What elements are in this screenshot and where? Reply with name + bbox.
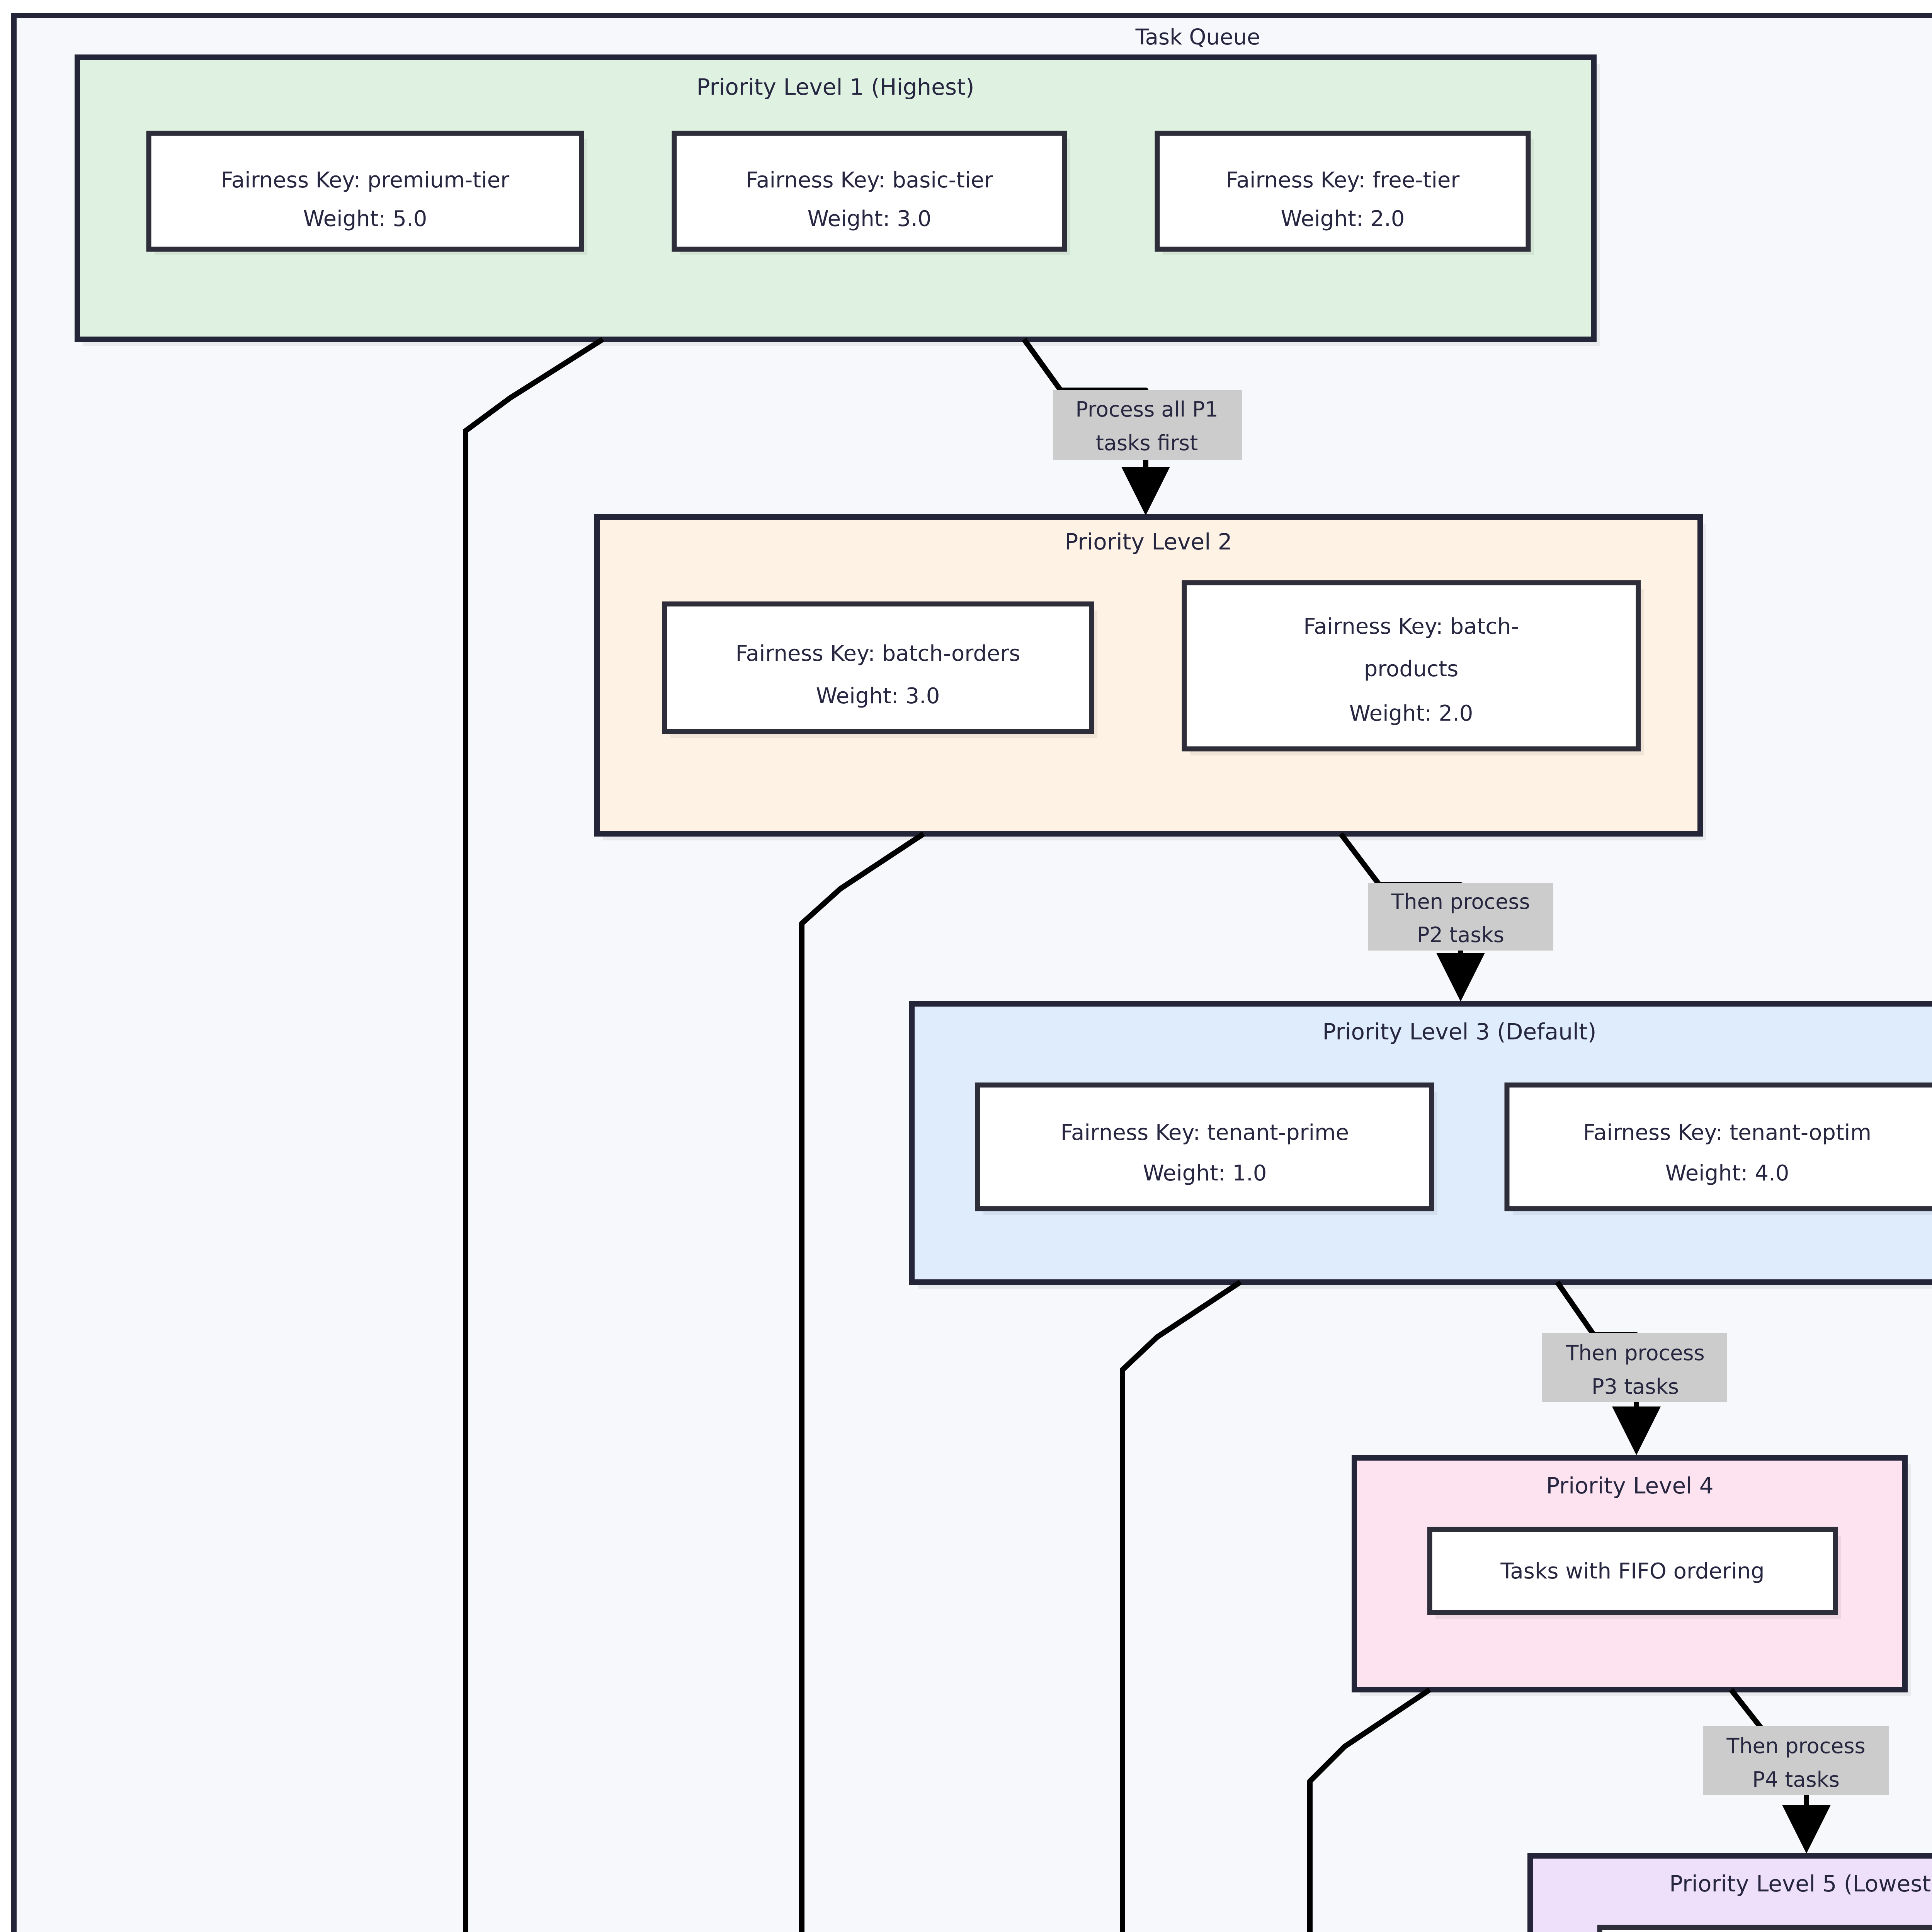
node-p1-basic-key: Fairness Key: basic-tier (746, 168, 993, 193)
edge-label-p2-p3-line2: P2 tasks (1417, 923, 1504, 947)
node-p1-free-tier[interactable] (1155, 131, 1531, 252)
node-p1-free-key: Fairness Key: free-tier (1226, 168, 1460, 193)
edge-label-p3-p4-line1: Then process (1565, 1341, 1704, 1365)
cluster-title-p3: Priority Level 3 (Default) (1323, 1019, 1597, 1045)
node-p2-products-key-2: products (1364, 656, 1459, 682)
node-p2-products-weight: Weight: 2.0 (1349, 701, 1473, 726)
cluster-priority-level-5[interactable] (1527, 1853, 1932, 1932)
edge-label-p2-p3-line1: Then process (1391, 889, 1530, 914)
node-p1-free-weight: Weight: 2.0 (1281, 206, 1405, 231)
node-p5-fifo[interactable] (1597, 1925, 1932, 1932)
node-p3-optim-weight: Weight: 4.0 (1665, 1161, 1789, 1186)
node-p2-orders-weight: Weight: 3.0 (816, 684, 940, 709)
node-p4-fifo-label: Tasks with FIFO ordering (1500, 1559, 1764, 1584)
node-p3-tenant-prime[interactable] (975, 1082, 1434, 1211)
node-p2-batch-orders[interactable] (662, 601, 1094, 734)
node-p3-prime-key: Fairness Key: tenant-prime (1061, 1120, 1349, 1145)
node-p3-optim-key: Fairness Key: tenant-optim (1583, 1120, 1871, 1145)
edge-p3-to-workers (1120, 1280, 1242, 1932)
node-p3-tenant-optim[interactable] (1504, 1082, 1932, 1211)
node-p1-premium-key: Fairness Key: premium-tier (221, 168, 510, 193)
edge-p4-to-workers (1307, 1687, 1431, 1932)
edge-label-bg-p3-p4 (1542, 1333, 1727, 1402)
edge-label-p3-p4-line2: P3 tasks (1592, 1374, 1679, 1399)
cluster-title-p4: Priority Level 4 (1546, 1473, 1713, 1499)
node-p1-basic-weight: Weight: 3.0 (808, 206, 932, 231)
node-p1-premium-tier[interactable] (146, 131, 584, 252)
edge-p1-to-workers (463, 337, 604, 1932)
node-p1-premium-weight: Weight: 5.0 (303, 206, 427, 231)
edge-p2-to-workers (799, 832, 925, 1932)
node-p1-basic-tier[interactable] (672, 131, 1067, 252)
node-p3-prime-weight: Weight: 1.0 (1143, 1161, 1267, 1186)
edge-label-p1-p2-line2: tasks first (1096, 431, 1198, 455)
edge-label-bg-p2-p3 (1368, 883, 1553, 951)
edge-label-p1-p2-line1: Process all P1 (1075, 397, 1218, 422)
node-p2-batch-products[interactable] (1182, 580, 1641, 752)
edge-label-p4-p5-line1: Then process (1726, 1734, 1865, 1758)
node-p2-products-key-1: Fairness Key: batch- (1303, 614, 1519, 639)
edge-label-bg-p4-p5 (1703, 1726, 1889, 1795)
node-p2-orders-key: Fairness Key: batch-orders (735, 641, 1020, 666)
node-p4-fifo[interactable] (1427, 1527, 1838, 1615)
edge-label-p4-p5-line2: P4 tasks (1752, 1767, 1840, 1792)
task-queue-title: Task Queue (1135, 25, 1260, 50)
cluster-title-p5: Priority Level 5 (Lowest) (1669, 1871, 1932, 1897)
cluster-title-p1: Priority Level 1 (Highest) (697, 74, 975, 100)
cluster-title-p2: Priority Level 2 (1065, 529, 1232, 555)
edge-label-bg-p1-p2 (1053, 390, 1242, 460)
